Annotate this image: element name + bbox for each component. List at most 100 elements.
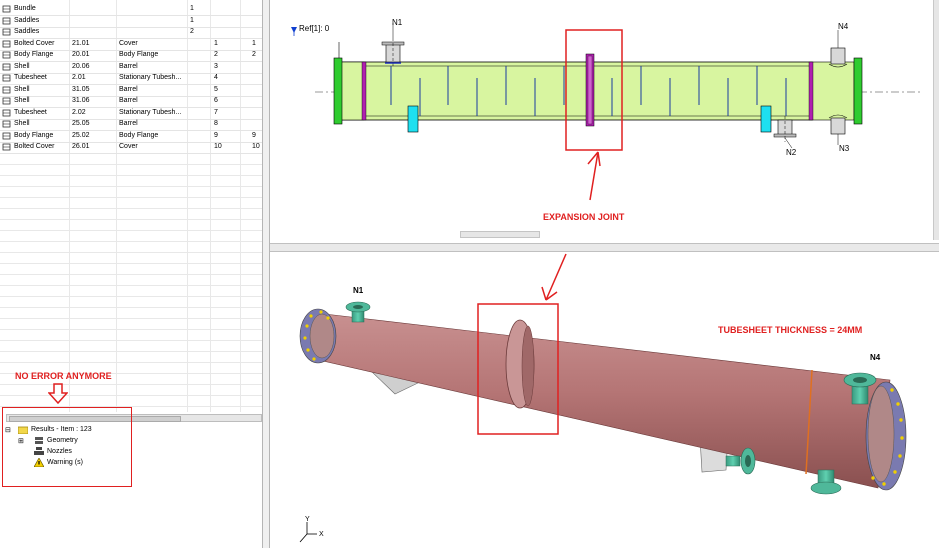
component-index: 9: [214, 131, 218, 139]
annotation-no-error: NO ERROR ANYMORE: [15, 371, 112, 381]
component-ref: 31.06: [72, 97, 90, 104]
component-name: Bolted Cover: [14, 39, 55, 47]
drawing-2d-canvas: [291, 23, 920, 201]
shell-icon: [2, 63, 11, 71]
component-name: Bundle: [14, 5, 36, 12]
component-type: Stationary Tubesh...: [119, 108, 182, 116]
cover-icon: [2, 40, 11, 48]
annotation-box-results: [2, 407, 132, 487]
component-name: Shell: [14, 62, 30, 70]
folder-icon: [18, 426, 28, 434]
results-tree-root[interactable]: Results - Item : 123: [31, 426, 92, 433]
view-3d-canvas: [299, 253, 907, 543]
component-ref: 2.01: [72, 74, 86, 81]
component-name: Shell: [14, 120, 30, 127]
component-qty: 1: [190, 5, 194, 12]
cover-icon: [2, 143, 11, 151]
component-order: 1: [252, 39, 256, 47]
tubesheet-icon: [2, 109, 11, 117]
component-index: 5: [214, 85, 218, 93]
shell-icon: [2, 120, 11, 128]
results-horizontal-scrollbar[interactable]: [6, 414, 262, 422]
drawing-horizontal-scrollbar[interactable]: [460, 231, 540, 238]
component-type: Body Flange: [119, 51, 159, 58]
nozzle-label-3d-n4: N4: [870, 353, 881, 362]
component-ref: 25.05: [72, 120, 90, 127]
component-name: Tubesheet: [14, 108, 47, 116]
component-index: 7: [214, 108, 218, 116]
component-order: 2: [252, 51, 256, 58]
component-qty: 2: [190, 28, 194, 35]
component-type: Barrel: [119, 120, 138, 127]
scroll-thumb[interactable]: [9, 416, 181, 422]
component-name: Bolted Cover: [14, 143, 55, 150]
tree-item-warnings[interactable]: Warning (s): [47, 459, 83, 466]
shell-icon: [2, 86, 11, 94]
component-row[interactable]: Saddles 2: [0, 27, 262, 39]
nozzle-label-n2: N2: [786, 148, 797, 157]
view-splitter[interactable]: [270, 243, 939, 252]
geometry-icon: [35, 437, 43, 444]
component-name: Tubesheet: [14, 74, 47, 81]
nozzle-label-3d-n1: N1: [353, 286, 364, 295]
tubesheet-icon: [2, 74, 11, 82]
axis-label-x: X: [319, 531, 324, 538]
nozzles-icon: [34, 447, 44, 455]
component-index: 3: [214, 62, 218, 70]
grid-column-divider: [210, 0, 211, 412]
component-ref: 21.01: [72, 39, 90, 47]
flange-icon: [2, 132, 11, 140]
drawing-2d-view[interactable]: Ref[1]: 0 N1 N2 N3 N4 EXPANSION JOINT: [270, 0, 939, 244]
component-index: 4: [214, 74, 218, 81]
component-type: Stationary Tubesh...: [119, 74, 182, 81]
component-name: Shell: [14, 85, 30, 93]
component-name: Shell: [14, 97, 30, 104]
nozzle-label-n4: N4: [838, 22, 849, 31]
annotation-tubesheet-thickness: TUBESHEET THICKNESS = 24MM: [718, 325, 863, 335]
component-ref: 31.05: [72, 85, 90, 93]
panel-splitter[interactable]: [262, 0, 270, 548]
tree-item-geometry[interactable]: Geometry: [47, 437, 78, 444]
tree-item-nozzles[interactable]: Nozzles: [47, 448, 72, 455]
component-type: Body Flange: [119, 131, 159, 139]
bundle-icon: [2, 5, 11, 13]
grid-column-divider: [116, 0, 117, 412]
grid-column-divider: [187, 0, 188, 412]
component-qty: 1: [190, 16, 194, 24]
component-type: Cover: [119, 39, 138, 47]
view-3d[interactable]: N1 N4 TUBESHEET THICKNESS = 24MM Y X: [270, 252, 939, 548]
warning-icon: [34, 458, 44, 467]
tree-expander-icon[interactable]: ⊞: [18, 438, 24, 445]
nozzle-label-n1: N1: [392, 18, 403, 27]
saddles-icon: [2, 17, 11, 25]
ref-label: Ref[1]: 0: [299, 24, 330, 33]
component-row[interactable]: Bundle 1: [0, 4, 262, 16]
component-row[interactable]: Shell 31.06 Barrel 6: [0, 96, 262, 108]
component-index: 10: [214, 143, 222, 150]
grid-empty-area: [0, 154, 262, 412]
component-name: Saddles: [14, 28, 40, 35]
down-arrow-annotation: [48, 383, 68, 405]
drawing-vertical-scrollbar[interactable]: [933, 0, 939, 240]
component-index: 6: [214, 97, 218, 104]
grid-column-divider: [69, 0, 70, 412]
annotation-expansion-joint: EXPANSION JOINT: [543, 212, 625, 222]
component-order: 10: [252, 143, 260, 150]
component-row[interactable]: Tubesheet 2.02 Stationary Tubesh... 7: [0, 108, 262, 120]
component-name: Body Flange: [14, 51, 54, 58]
tree-expander-icon[interactable]: ⊟: [5, 427, 11, 434]
component-type: Barrel: [119, 97, 138, 104]
component-ref: 2.02: [72, 108, 86, 116]
component-ref: 26.01: [72, 143, 90, 150]
component-name: Body Flange: [14, 131, 54, 139]
component-row[interactable]: Tubesheet 2.01 Stationary Tubesh... 4: [0, 73, 262, 85]
